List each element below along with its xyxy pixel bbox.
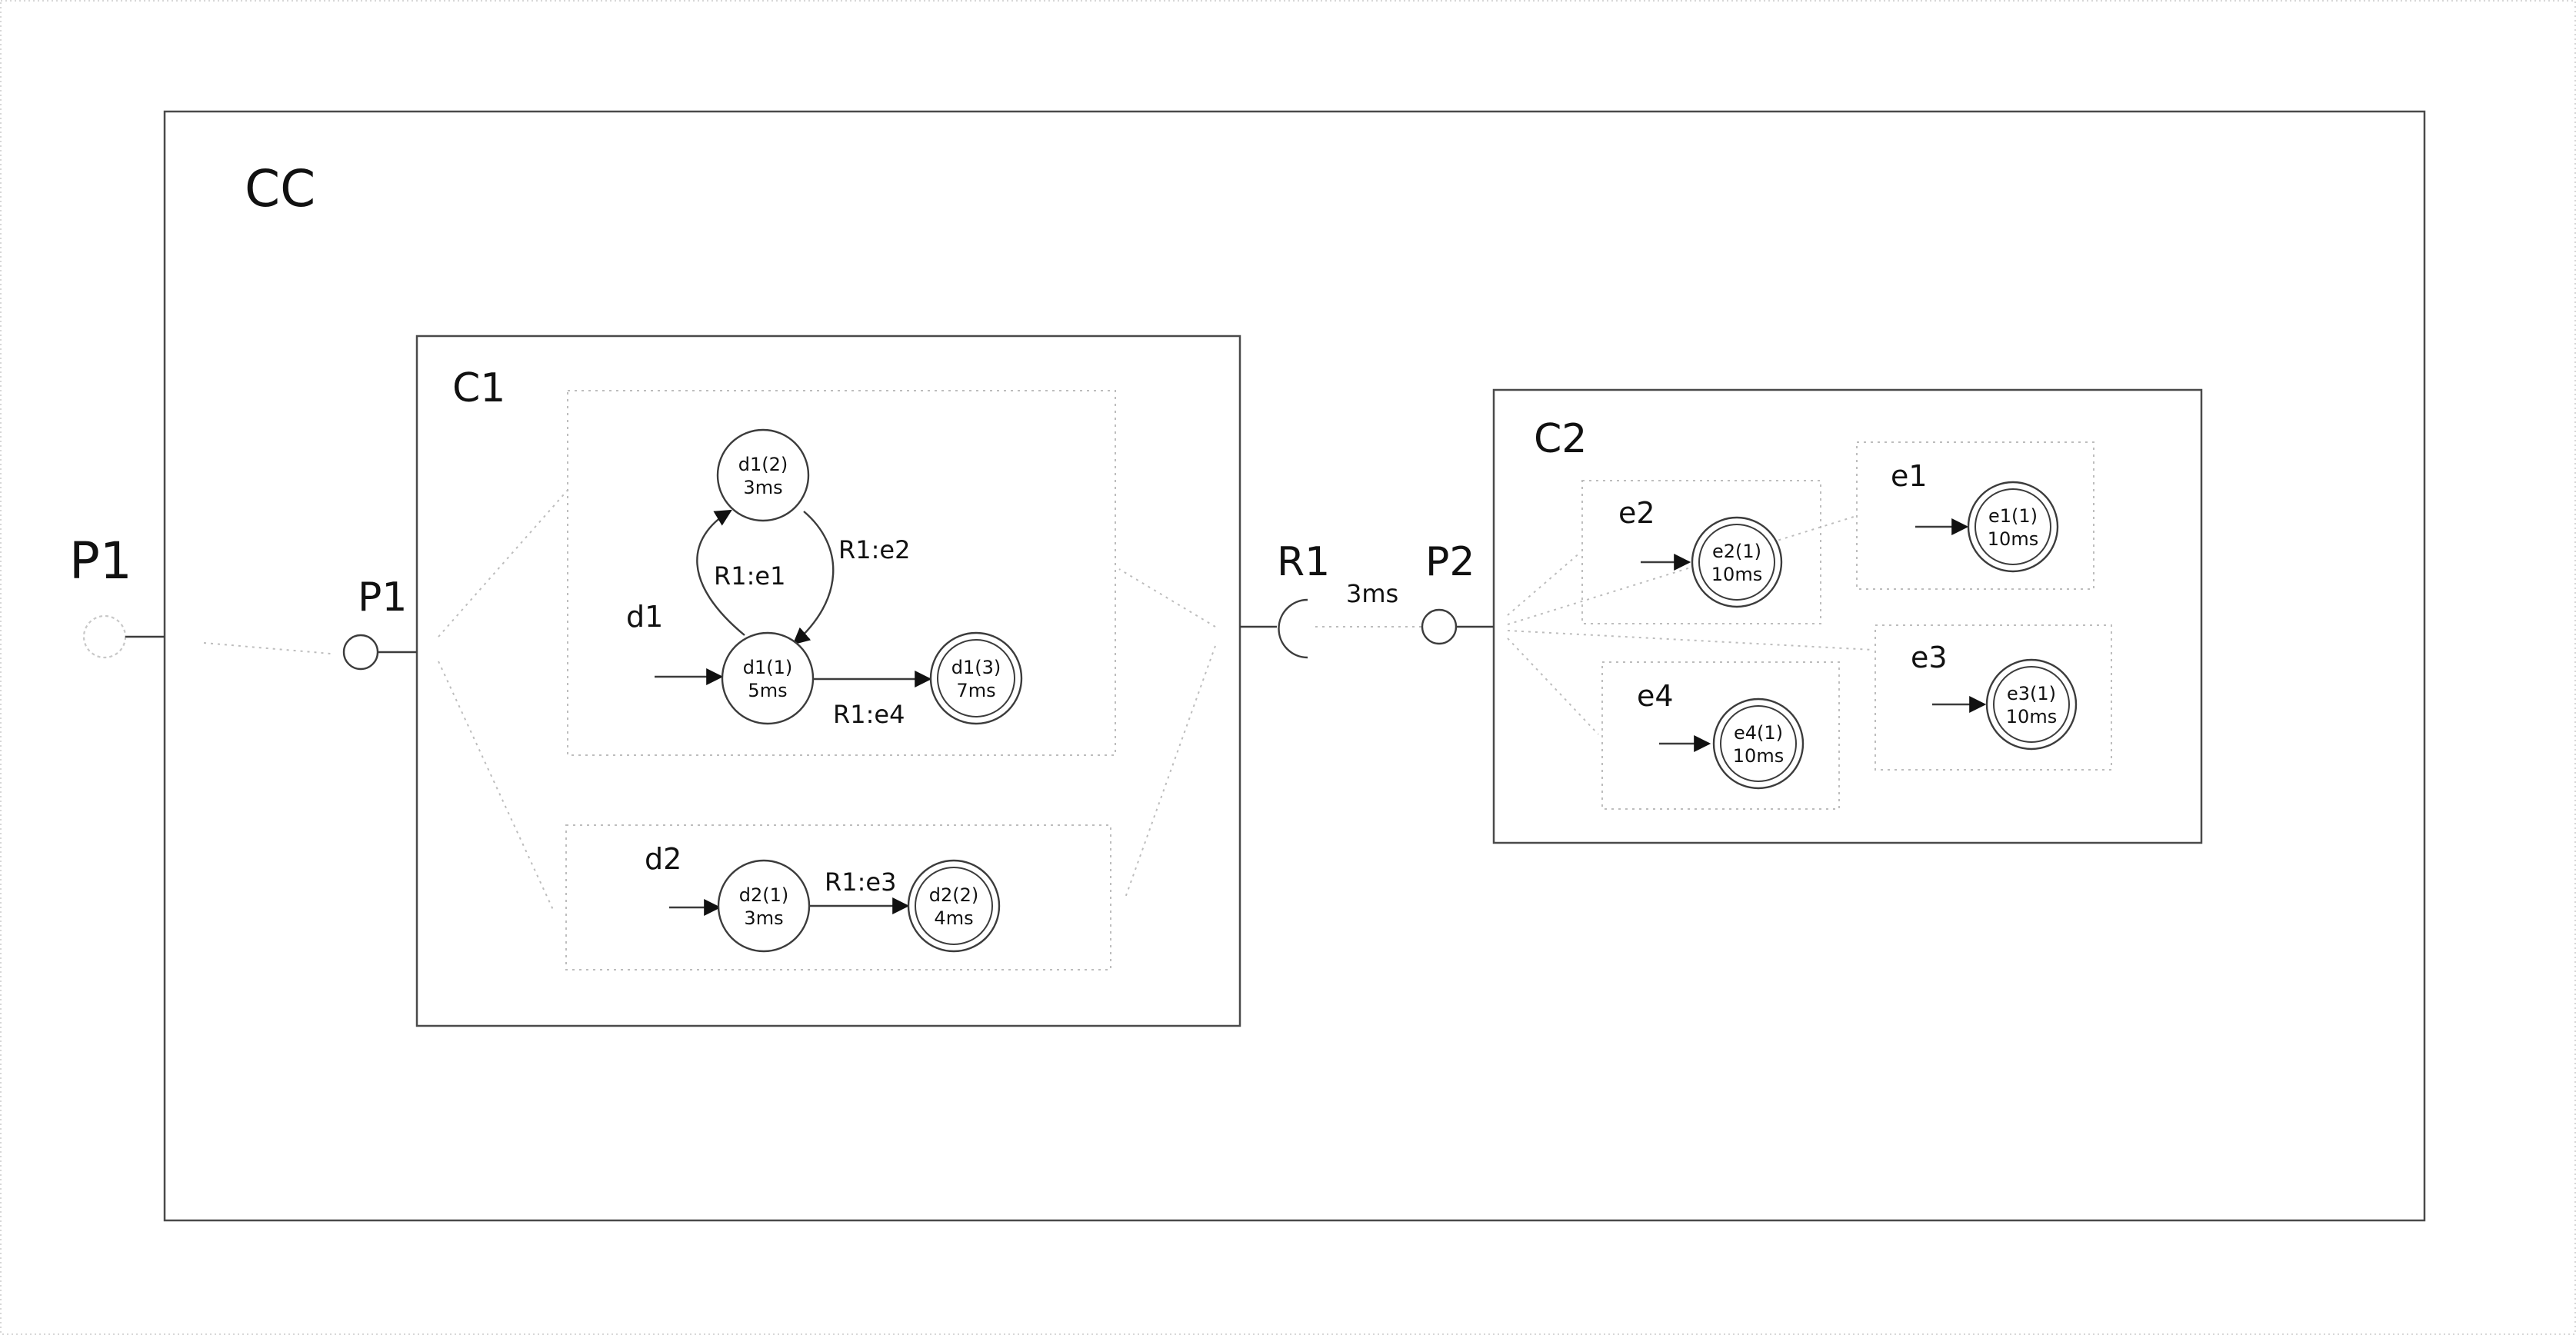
cc-box: [163, 110, 2426, 1222]
state-time: 7ms: [956, 680, 995, 701]
external-port-p1[interactable]: [82, 614, 127, 659]
state-name: d1(3): [951, 657, 1001, 678]
state-time: 4ms: [934, 907, 973, 929]
state-name: e2(1): [1712, 541, 1761, 562]
final-state-ring: [915, 867, 993, 945]
c1-port-p1[interactable]: [342, 634, 379, 671]
state-name: e1(1): [1988, 505, 2038, 527]
state-name: d1(1): [743, 657, 793, 678]
machine-d2-box: [565, 824, 1111, 970]
state-e3-1[interactable]: e3(1) 10ms: [1985, 658, 2078, 751]
transition-label-r1-e2: R1:e2: [838, 535, 910, 564]
state-circle: [1967, 481, 2059, 573]
c1-port-r1-label: R1: [1277, 539, 1330, 585]
composite-cc: CC P1: [69, 110, 2426, 1222]
c1-port-r1[interactable]: [1278, 598, 1308, 659]
machine-e4-label: e4: [1637, 679, 1674, 713]
state-name: e4(1): [1734, 722, 1783, 744]
machine-e2-label: e2: [1618, 496, 1655, 530]
final-state-ring: [937, 639, 1015, 717]
state-e2-1[interactable]: e2(1) 10ms: [1691, 516, 1783, 608]
state-d1-3[interactable]: d1(3) 7ms: [929, 631, 1023, 725]
state-name: d2(2): [929, 884, 979, 906]
connector-delay: 3ms: [1346, 579, 1398, 608]
fan-line: [1507, 516, 1855, 625]
state-time: 10ms: [1988, 528, 2038, 550]
state-time: 3ms: [743, 477, 782, 498]
component-c1: C1 P1 d1 R1:e1 R1:e2 R1:e4 d1(2) 3ms: [342, 335, 1330, 1027]
machine-d2-label: d2: [645, 842, 681, 876]
fan-line: [1124, 645, 1216, 901]
fan-line: [1118, 568, 1216, 628]
machine-e1-label: e1: [1891, 459, 1928, 493]
state-d1-2[interactable]: d1(2) 3ms: [716, 428, 810, 522]
state-time: 10ms: [1733, 745, 1784, 767]
state-circle: [721, 631, 815, 725]
state-name: d2(1): [739, 884, 789, 906]
state-time: 3ms: [744, 907, 783, 929]
transition-label-r1-e1: R1:e1: [714, 561, 785, 591]
fan-line: [438, 488, 570, 638]
state-circle: [1691, 516, 1783, 608]
state-name: e3(1): [2007, 683, 2056, 704]
state-time: 10ms: [1711, 564, 1762, 585]
fan-line: [1507, 551, 1581, 616]
state-d2-2[interactable]: d2(2) 4ms: [907, 859, 1001, 953]
state-d1-1[interactable]: d1(1) 5ms: [721, 631, 815, 725]
c2-port-p2-label: P2: [1425, 539, 1475, 585]
transition-label-r1-e3: R1:e3: [825, 867, 896, 897]
c2-box: [1492, 388, 2203, 844]
machine-e4-box: [1601, 661, 1840, 810]
machine-e1-box: [1856, 441, 2094, 590]
state-d2-1[interactable]: d2(1) 3ms: [717, 859, 811, 953]
c1-title: C1: [452, 365, 505, 411]
transition-d1-1-to-d1-2: [696, 509, 745, 636]
component-c2: C2 P2 e2 e2(1) 10ms e1 e1(1) 10ms: [1421, 388, 2203, 844]
final-state-ring: [1974, 488, 2051, 565]
state-circle: [717, 859, 811, 953]
state-e4-1[interactable]: e4(1) 10ms: [1712, 697, 1805, 790]
state-circle: [929, 631, 1023, 725]
transition-d1-2-to-d1-1: [792, 511, 835, 645]
c1-box: [415, 335, 1241, 1027]
state-circle: [907, 859, 1001, 953]
c2-port-p2[interactable]: [1421, 608, 1458, 645]
state-time: 10ms: [2006, 706, 2057, 727]
c1-port-p1-label: P1: [358, 574, 407, 621]
machine-d1-box: [567, 390, 1116, 756]
state-time: 5ms: [748, 680, 787, 701]
external-port-p1-label: P1: [69, 531, 132, 591]
state-name: d1(2): [738, 454, 788, 475]
transition-label-r1-e4: R1:e4: [833, 700, 905, 729]
state-circle: [716, 428, 810, 522]
machine-d1-label: d1: [626, 600, 663, 634]
fan-line: [438, 661, 555, 912]
c2-title: C2: [1534, 416, 1587, 462]
state-e1-1[interactable]: e1(1) 10ms: [1967, 481, 2059, 573]
delegation-link: [203, 642, 332, 654]
machine-e2-box: [1581, 480, 1821, 624]
fan-line: [1507, 638, 1599, 735]
machine-e3-box: [1875, 624, 2112, 771]
state-circle: [1985, 658, 2078, 751]
state-circle: [1712, 697, 1805, 790]
cc-title: CC: [245, 159, 315, 218]
final-state-ring: [1698, 524, 1775, 601]
fan-line: [1507, 630, 1874, 651]
machine-e3-label: e3: [1911, 641, 1948, 674]
final-state-ring: [1993, 666, 2070, 743]
final-state-ring: [1720, 705, 1797, 782]
